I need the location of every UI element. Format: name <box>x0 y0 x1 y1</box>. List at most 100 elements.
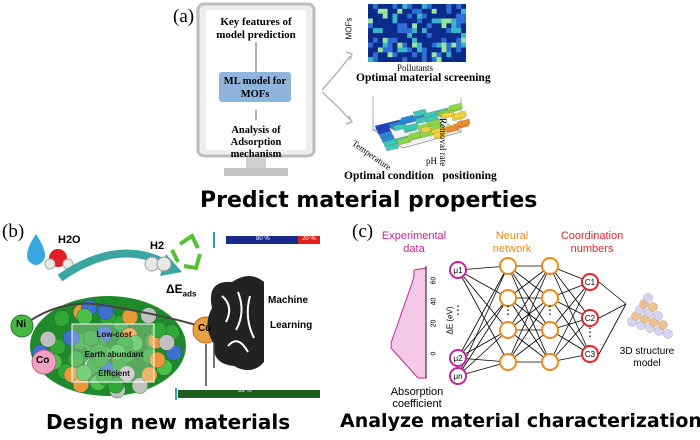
surface-patch <box>444 124 460 134</box>
heatmap-cell <box>372 18 379 24</box>
feature-earth-abundant: Earth abundant <box>84 350 144 359</box>
heatmap-cell <box>392 23 398 29</box>
tick-0: 0 <box>430 351 438 356</box>
heatmap-cell <box>451 57 457 62</box>
cluster-sphere <box>150 321 167 339</box>
tick-40: 40 <box>430 297 438 306</box>
heatmap-cell <box>417 47 423 53</box>
heatmap-cell <box>412 33 418 39</box>
heatmap-cell <box>461 28 466 34</box>
heatmap-cell <box>446 52 452 58</box>
heatmap-cell <box>451 37 457 43</box>
nn-edge <box>457 269 509 331</box>
tick-20: 20 <box>430 319 438 328</box>
structure-atom <box>648 302 658 312</box>
heatmap-cell <box>412 47 418 53</box>
nn-edge <box>457 329 509 359</box>
heatmap-cell <box>402 8 408 14</box>
nn-edge <box>549 265 591 319</box>
heatmap-cell <box>382 47 388 53</box>
heatmap-cell <box>412 8 418 14</box>
cluster-sphere <box>141 366 158 384</box>
heatmap-cell <box>421 4 428 10</box>
heatmap-cell <box>451 28 457 34</box>
heatmap-cell <box>446 23 452 29</box>
heatmap-cell <box>392 52 398 58</box>
heatmap-cell <box>368 18 374 24</box>
bar-top-right-label: 20 % <box>302 236 316 242</box>
heatmap <box>368 4 466 62</box>
heatmap-cell <box>456 52 462 58</box>
heatmap-cell <box>392 33 398 39</box>
heatmap-cell <box>461 4 466 10</box>
heatmap-cell <box>372 47 379 53</box>
heatmap-cell <box>446 42 452 48</box>
heatmap-cell <box>412 23 418 29</box>
caption-a: Predict material properties <box>200 188 538 213</box>
hidden-node <box>541 289 559 307</box>
heatmap-cell <box>417 52 423 58</box>
heatmap-cell <box>461 13 466 19</box>
nn-edge <box>457 269 509 299</box>
heatmap-cell <box>436 47 442 53</box>
hidden-node <box>499 321 517 339</box>
input-node <box>449 261 467 279</box>
input-node-label: μn <box>453 372 462 381</box>
heatmap-cell <box>397 18 403 24</box>
heatmap-cell <box>461 18 466 24</box>
heatmap-cell <box>436 23 442 29</box>
heatmap-cell <box>392 28 398 34</box>
heatmap-cell <box>397 52 403 58</box>
heatmap-cell <box>372 13 379 19</box>
heatmap-cell <box>407 18 413 24</box>
cluster-sphere <box>75 364 93 381</box>
heatmap-cell <box>412 28 418 34</box>
heatmap-cell <box>461 47 466 53</box>
heatmap-cell <box>368 33 374 39</box>
panel-a-letter: (a) <box>173 6 195 27</box>
heatmap-cell <box>461 42 466 48</box>
heatmap-cell <box>372 33 379 39</box>
heatmap-cell <box>402 23 408 29</box>
heatmap-cell <box>382 37 388 43</box>
heatmap-cell <box>426 4 432 10</box>
heatmap-cell <box>412 37 418 43</box>
heatmap-cell <box>441 47 447 53</box>
heatmap-cell <box>382 52 388 58</box>
heatmap-cell <box>382 28 388 34</box>
screening-label: Optimal material screening <box>356 72 491 84</box>
heatmap-cell <box>407 52 413 58</box>
h2-label: H2 <box>150 240 165 252</box>
structure-label: 3D structure model <box>619 346 675 369</box>
heatmap-cell <box>417 28 423 34</box>
heatmap-cell <box>431 8 437 14</box>
output-node-label: C3 <box>585 350 596 359</box>
heatmap-cell <box>397 37 403 43</box>
heatmap-cell <box>421 37 428 43</box>
heatmap-cell <box>392 18 398 24</box>
hidden-node <box>499 289 517 307</box>
heatmap-cell <box>446 13 452 19</box>
cluster-sphere <box>96 369 113 386</box>
heatmap-cell <box>377 52 383 58</box>
input-node <box>449 367 467 385</box>
ml-label-line2: Learning <box>270 320 313 331</box>
input-node-label: μ2 <box>453 354 463 363</box>
nn-edge <box>457 329 509 377</box>
heatmap-cell <box>407 23 413 29</box>
heatmap-cell <box>412 52 418 58</box>
heatmap-cell <box>446 57 452 62</box>
heatmap-cell <box>456 42 462 48</box>
nn-edge <box>507 265 551 363</box>
heatmap-cell <box>451 47 457 53</box>
heatmap-cell <box>426 37 432 43</box>
recycle-icon <box>170 233 202 271</box>
heatmap-cell <box>456 33 462 39</box>
heatmap-cell <box>461 57 466 62</box>
heatmap-cell <box>368 23 374 29</box>
heatmap-cell <box>407 57 413 62</box>
heatmap-cell <box>456 13 462 19</box>
panel-c-letter: (c) <box>352 221 374 242</box>
structure-atom <box>663 329 673 339</box>
heatmap-cell <box>441 23 447 29</box>
